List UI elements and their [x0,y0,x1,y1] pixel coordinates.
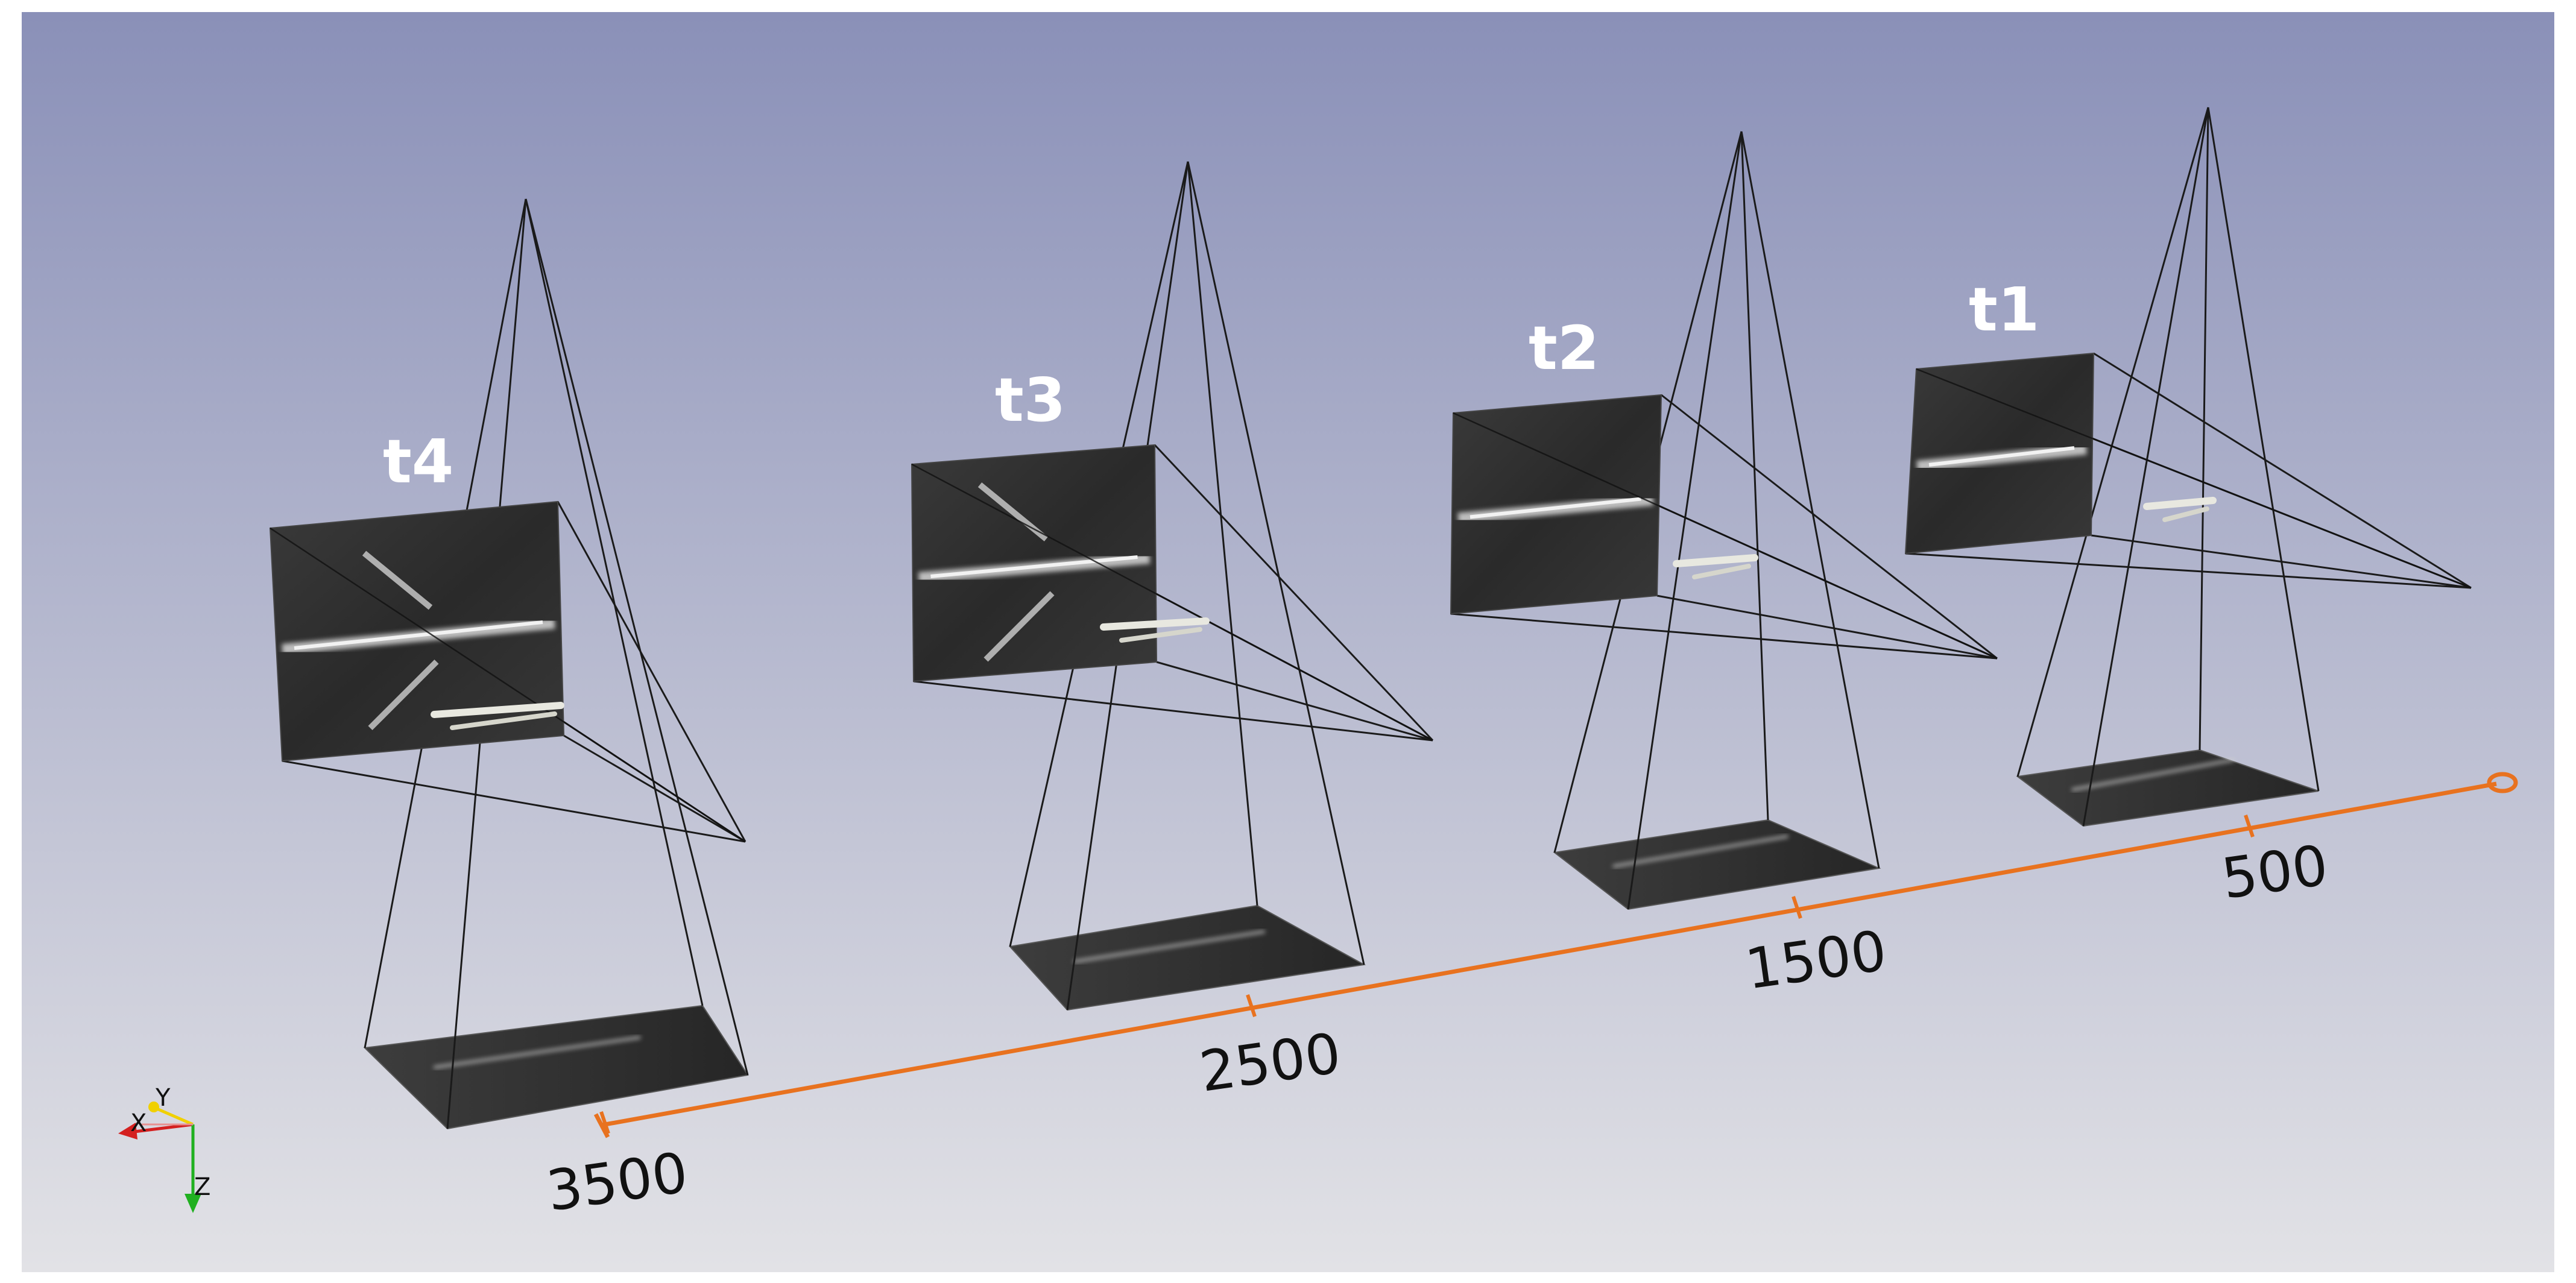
side-frustum-edge-t1-2 [2091,534,2472,589]
frustum-edge-t1-1 [2199,107,2209,751]
reconstructed-object-t1 [2143,497,2217,510]
time-axis-line [601,781,2497,1127]
triad-x-axis [129,1123,194,1134]
triad-x-arrow-icon [118,1123,137,1140]
triad-z-label: Z [194,1173,210,1201]
panel-ray-t3 [911,463,1433,742]
frustum-edge-t1-3 [2082,107,2209,827]
orientation-triad: X Y Z [118,1084,210,1213]
image-branch-upper-t4 [362,550,433,610]
side-frustum-edge-t3-2 [1156,661,1433,742]
side-frustum-edge-t2-3 [1450,613,1998,660]
time-axis-tick-3 [2244,815,2255,837]
image-streak-core-t2 [1470,497,1641,519]
projection-image-t1 [1904,352,2472,589]
time-axis-tick-0 [599,1111,610,1134]
frustum-edge-t1-2 [2207,107,2320,792]
time-axis-start-cap [593,1113,610,1138]
side-frustum-edge-t2-2 [1656,594,1998,660]
panel-ray-t2 [1453,412,1998,660]
time-axis-end-handle[interactable] [2487,772,2518,793]
image-streak-core-t1 [1928,446,2075,467]
side-frustum-edge-t1-1 [2093,352,2472,589]
triad-y-arrow-icon [148,1102,159,1112]
reconstructed-object-branch-t2 [1692,564,1751,579]
side-frustum-edge-t1-3 [1905,552,2472,589]
side-frustum-edge-t4-2 [563,734,746,843]
side-frustum-edge-t4-3 [282,760,746,843]
side-frustum-edge-t4-1 [557,501,747,842]
reconstructed-object-t2 [1673,554,1758,567]
frustum-edge-t4-2 [525,198,749,1076]
time-axis-tick-2 [1792,896,1802,919]
image-branch-lower-t3 [983,591,1055,662]
frustum-edge-t3-1 [1187,161,1258,906]
triad-x-label: X [130,1109,147,1137]
frustum-edge-t1-0 [2016,107,2209,777]
reconstructed-object-branch-t3 [1119,627,1202,643]
floor-streak-t1 [2071,758,2235,792]
floor-streak-t4 [433,1036,641,1069]
tick-label-500: 500 [2218,833,2332,911]
time-axis-ticks [599,815,2255,1134]
reconstructed-object-t4 [431,702,564,718]
time-axis [593,772,2518,1138]
projection-image-t4 [269,500,746,843]
panel-ray-t1 [1916,368,2472,589]
image-streak-core-t4 [294,620,543,650]
image-streak-core-t3 [930,555,1138,578]
triad-y-label: Y [155,1084,171,1112]
side-frustum-edge-t2-1 [1661,394,1998,660]
projection-panels [269,352,2472,843]
reconstructed-object-branch-t1 [2162,506,2209,522]
triad-z-arrow-icon [185,1194,201,1213]
floor-streak-t2 [1612,834,1788,868]
camera-label-t2: t2 [1529,313,1599,383]
frustum-edge-t3-2 [1187,161,1365,965]
side-frustum-edge-t3-1 [1154,444,1434,742]
floor-streak-t3 [1073,930,1266,963]
frustum-edge-t2-2 [1740,131,1880,869]
reconstructed-object-t3 [1100,617,1210,631]
panel-ray-t4 [270,527,746,843]
camera-label-t1: t1 [1969,274,2039,345]
time-axis-tick-1 [1246,994,1257,1017]
camera-time-labels: t4 t3 t2 t1 [383,274,2039,497]
side-frustum-edge-t3-3 [913,680,1433,742]
frustum-edge-t2-1 [1740,131,1769,821]
triad-y-axis [155,1106,194,1126]
reconstructed-object-branch-t4 [450,711,557,730]
frustum-edge-t2-3 [1627,131,1743,910]
camera-label-t3: t3 [995,365,1065,435]
image-branch-lower-t4 [368,659,439,731]
camera-label-t4: t4 [383,426,453,497]
projection-image-t3 [911,444,1433,742]
projection-image-t2 [1450,394,1998,660]
